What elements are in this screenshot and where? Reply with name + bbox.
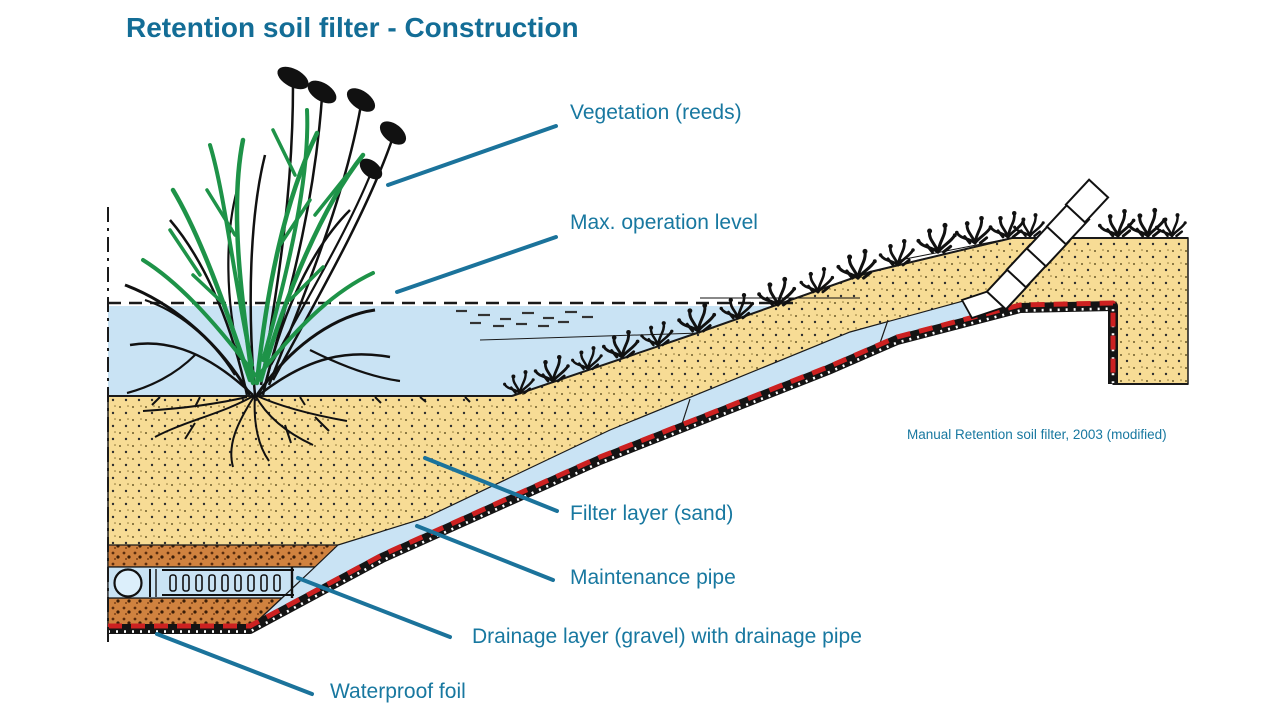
label-maintenance-pipe: Maintenance pipe [570,566,736,589]
reed-leaves-green [141,108,375,386]
drainage-pipe [113,567,294,598]
maintenance-pipe-outlet [960,178,1110,320]
leader-vegetation [386,124,558,187]
reed-seed-heads [277,66,407,180]
label-filter-layer: Filter layer (sand) [570,502,734,525]
leader-max-level [395,235,558,294]
reed-stems-dark [124,84,401,396]
leader-lines [155,124,559,696]
label-max-level: Max. operation level [570,211,758,234]
page-title: Retention soil filter - Construction [126,12,579,43]
label-drainage-layer: Drainage layer (gravel) with drainage pi… [472,625,862,648]
roots [142,394,471,468]
label-waterproof-foil: Waterproof foil [330,680,466,703]
leader-waterproof-foil [155,632,314,696]
source-note: Manual Retention soil filter, 2003 (modi… [907,427,1167,442]
embankment-bushes [501,206,1188,395]
water-ripples [456,309,593,328]
leader-drainage [296,576,452,639]
label-vegetation: Vegetation (reeds) [570,101,742,124]
waterproof-foil-band [108,300,1118,634]
leader-maintenance [415,524,555,582]
reeds-plant [124,66,471,468]
leader-filter-layer [423,456,559,513]
